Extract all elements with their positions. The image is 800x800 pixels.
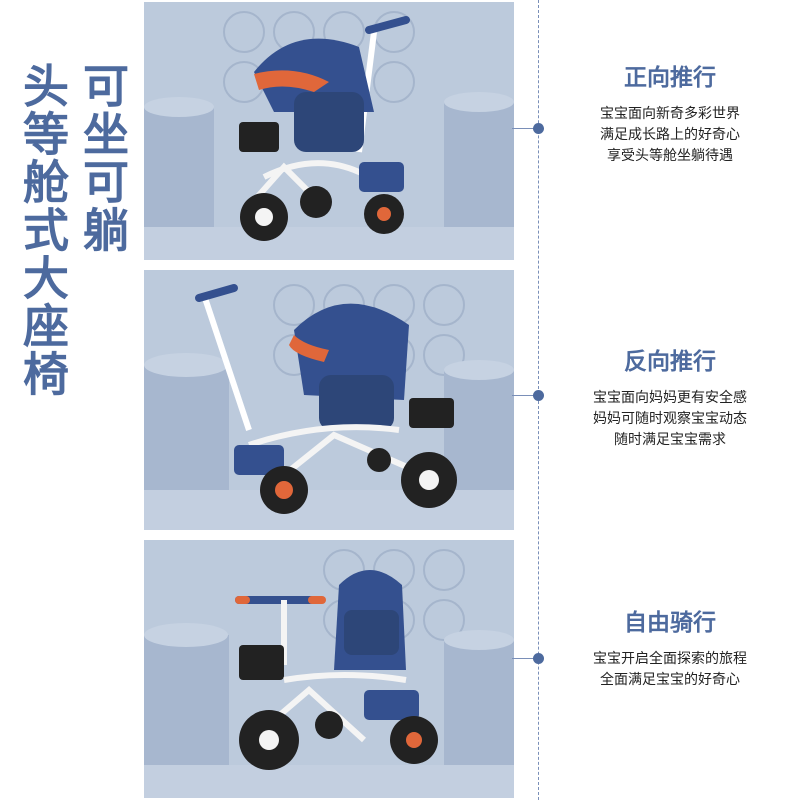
feature-line: 全面满足宝宝的好奇心 xyxy=(600,672,740,688)
feature-title: 正向推行 xyxy=(624,65,716,91)
feature-line: 宝宝面向妈妈更有安全感 xyxy=(593,390,747,406)
feature-line: 宝宝面向新奇多彩世界 xyxy=(600,106,740,122)
connector-dot-1 xyxy=(533,123,544,134)
feature-free-riding: 自由骑行 宝宝开启全面探索的旅程 全面满足宝宝的好奇心 xyxy=(560,603,780,691)
feature-title: 反向推行 xyxy=(624,349,716,375)
feature-line: 享受头等舱坐躺待遇 xyxy=(607,148,733,164)
feature-line: 宝宝开启全面探索的旅程 xyxy=(593,651,747,667)
headline-big-seat: 头等舱式大座椅 xyxy=(16,62,70,398)
headline-sit-lie: 可坐可躺 xyxy=(76,62,130,254)
photo-forward-push xyxy=(144,2,514,260)
feature-reverse-push: 反向推行 宝宝面向妈妈更有安全感 妈妈可随时观察宝宝动态 随时满足宝宝需求 xyxy=(560,342,780,451)
feature-title: 自由骑行 xyxy=(624,610,716,636)
connector-line-2 xyxy=(512,395,536,396)
connector-dot-2 xyxy=(533,390,544,401)
feature-line: 随时满足宝宝需求 xyxy=(614,432,726,448)
photo-free-riding xyxy=(144,540,514,798)
connector-line-1 xyxy=(512,128,536,129)
connector-line-3 xyxy=(512,658,536,659)
feature-line: 妈妈可随时观察宝宝动态 xyxy=(593,411,747,427)
feature-forward-push: 正向推行 宝宝面向新奇多彩世界 满足成长路上的好奇心 享受头等舱坐躺待遇 xyxy=(560,58,780,167)
feature-line: 满足成长路上的好奇心 xyxy=(600,127,740,143)
photo-reverse-push xyxy=(144,270,514,530)
connector-dot-3 xyxy=(533,653,544,664)
